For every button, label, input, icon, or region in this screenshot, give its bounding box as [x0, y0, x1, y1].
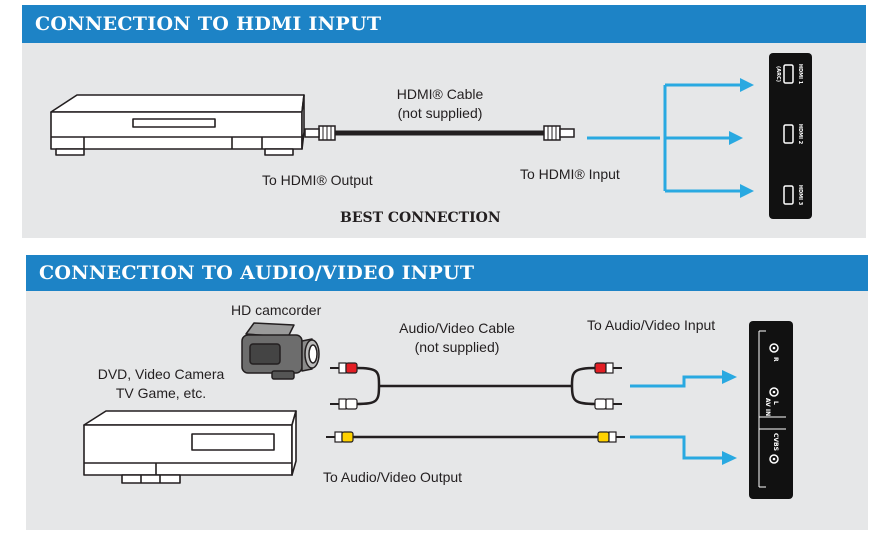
av-diagram: R AV IN L CVBS: [83, 321, 793, 499]
cvbs-jack: CVBS: [769, 433, 779, 464]
av-output-label: To Audio/Video Output: [323, 469, 463, 485]
av-arrows-icon: [630, 370, 737, 465]
rca-plugs-right-icon: [594, 362, 625, 443]
source-label-line1: DVD, Video Camera: [97, 366, 225, 382]
hdmi-cable-label: HDMI® Cable (not supplied): [380, 85, 500, 123]
hdmi-cable-label-line2: (not supplied): [397, 105, 483, 121]
av-cable-label-line2: (not supplied): [414, 339, 500, 355]
l-jack: L: [769, 387, 779, 405]
av-section-title: CONNECTION TO AUDIO/VIDEO INPUT: [26, 255, 868, 291]
rca-plugs-left-icon: [326, 362, 358, 443]
hdmi-diagram: (ARC) HDMI 1 HDMI 2 HDMI 3: [50, 53, 812, 219]
av-in-text: AV IN: [764, 398, 771, 416]
hdmi2-text: HDMI 2: [797, 124, 803, 145]
hdmi-input-label: To HDMI® Input: [520, 166, 620, 182]
camcorder-label: HD camcorder: [231, 302, 322, 318]
av-connection-panel: CONNECTION TO AUDIO/VIDEO INPUT: [26, 255, 868, 530]
r-jack: R: [769, 343, 779, 362]
source-label: DVD, Video Camera TV Game, etc.: [86, 365, 236, 403]
dvd-player-icon: [50, 94, 305, 156]
l-jack-text: L: [772, 401, 779, 405]
cvbs-jack-text: CVBS: [772, 433, 779, 451]
hdmi1-arc-text: (ARC): [775, 66, 781, 82]
source-label-line2: TV Game, etc.: [115, 385, 207, 401]
tv-av-port-panel: R AV IN L CVBS: [749, 321, 793, 499]
hdmi-arrows-icon: [587, 78, 754, 198]
av-cable-label-line1: Audio/Video Cable: [399, 320, 515, 336]
hdmi1-port: (ARC) HDMI 1: [775, 64, 803, 85]
best-connection-label: BEST CONNECTION: [340, 210, 501, 226]
hdmi-cable-label-line1: HDMI® Cable: [396, 86, 484, 102]
av-cable-label: Audio/Video Cable (not supplied): [382, 319, 532, 357]
hdmi-section-title: CONNECTION TO HDMI INPUT: [22, 5, 866, 43]
hdmi1-text: HDMI 1: [797, 64, 803, 85]
hdmi-connection-panel: CONNECTION TO HDMI INPUT: [22, 5, 866, 238]
r-jack-text: R: [772, 357, 779, 362]
hdmi-cable-icon: [304, 125, 575, 141]
hdmi-output-label: To HDMI® Output: [262, 172, 373, 188]
av-cable-icon: [352, 366, 600, 439]
hdmi3-port: HDMI 3: [783, 185, 803, 206]
hdmi2-port: HDMI 2: [783, 124, 803, 145]
camcorder-icon: [241, 322, 320, 380]
tv-hdmi-port-panel: (ARC) HDMI 1 HDMI 2 HDMI 3: [769, 53, 812, 219]
av-input-label: To Audio/Video Input: [587, 317, 716, 333]
hdmi3-text: HDMI 3: [797, 185, 803, 206]
dvd-source-icon: [83, 410, 297, 484]
